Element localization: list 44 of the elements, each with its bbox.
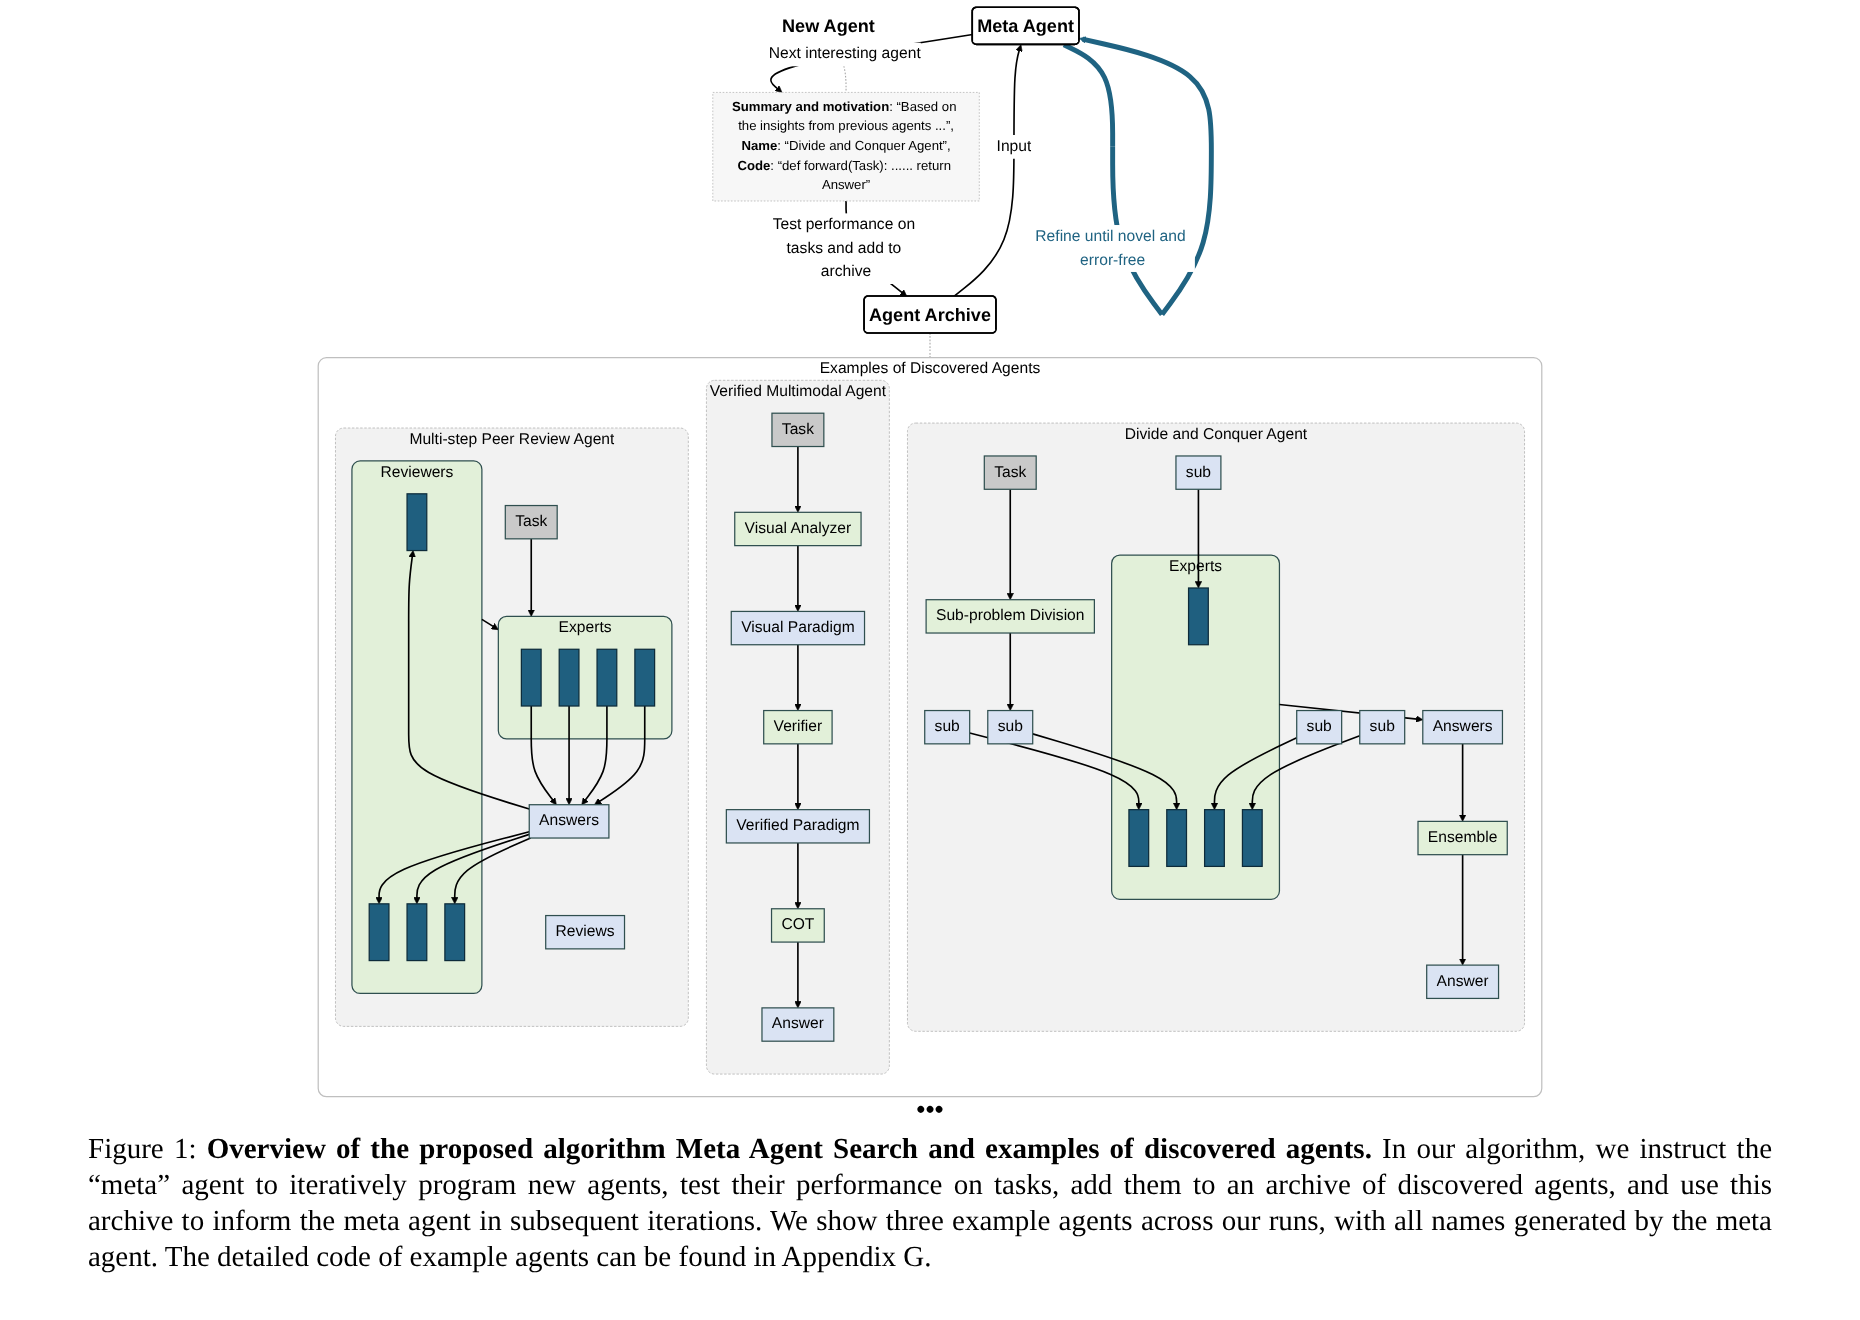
- node-bar: [1241, 809, 1263, 868]
- arrow: [794, 544, 802, 612]
- node-bar: [1166, 809, 1188, 868]
- node-text: New Agent: [782, 15, 875, 37]
- figure-caption: Figure 1: Overview of the proposed algorithm Meta Agent Search and examples of discovered agents. In our algorithm, we instruct the “meta” agent to iteratively program new agents, test their performance on tasks, add them to an archive of discovered agents, and use this archive to inform the meta agent in subsequent iterations. We show three example agents across our runs, with all names generated by the meta agent. The detailed code of example agents can be found in Appendix G.: [88, 1132, 1772, 1276]
- arrow: [1194, 488, 1203, 589]
- arrow: [1248, 734, 1361, 810]
- arrow: [1278, 703, 1424, 723]
- node-bar: [520, 648, 542, 707]
- node-bar: [406, 493, 428, 552]
- node-bar: [1203, 809, 1225, 868]
- node-bar: [1128, 809, 1150, 868]
- arrow: [794, 743, 802, 810]
- arrow: [794, 643, 802, 711]
- node-bar: [634, 648, 656, 707]
- node-bar: [444, 903, 466, 962]
- arrow: [968, 732, 1143, 810]
- arrow: [1006, 632, 1014, 711]
- arrow: [581, 705, 608, 806]
- arrow: [375, 830, 531, 905]
- ellipsis-text: •••: [916, 1096, 944, 1124]
- arrow: [794, 842, 802, 910]
- arrow: [527, 538, 535, 617]
- node-bar: [368, 903, 390, 962]
- arrow: [451, 837, 532, 905]
- connector: [929, 332, 931, 359]
- arrow: [594, 705, 646, 806]
- arrow: [407, 550, 531, 810]
- arrow: [1459, 743, 1467, 822]
- node-bar: [1187, 587, 1209, 646]
- arrow: [794, 941, 802, 1009]
- arrow: [1031, 733, 1181, 810]
- node-bar: [558, 648, 580, 707]
- arrow: [530, 705, 557, 806]
- arrow: [1006, 488, 1014, 601]
- node-bar: [406, 903, 428, 962]
- arrow: [794, 445, 802, 513]
- arrow: [565, 705, 573, 806]
- arrow: [953, 44, 1023, 298]
- arrow: [481, 618, 499, 630]
- arrow: [413, 833, 531, 905]
- arrow: [1210, 737, 1298, 810]
- arrow: [1459, 853, 1467, 966]
- node-bar: [596, 648, 618, 707]
